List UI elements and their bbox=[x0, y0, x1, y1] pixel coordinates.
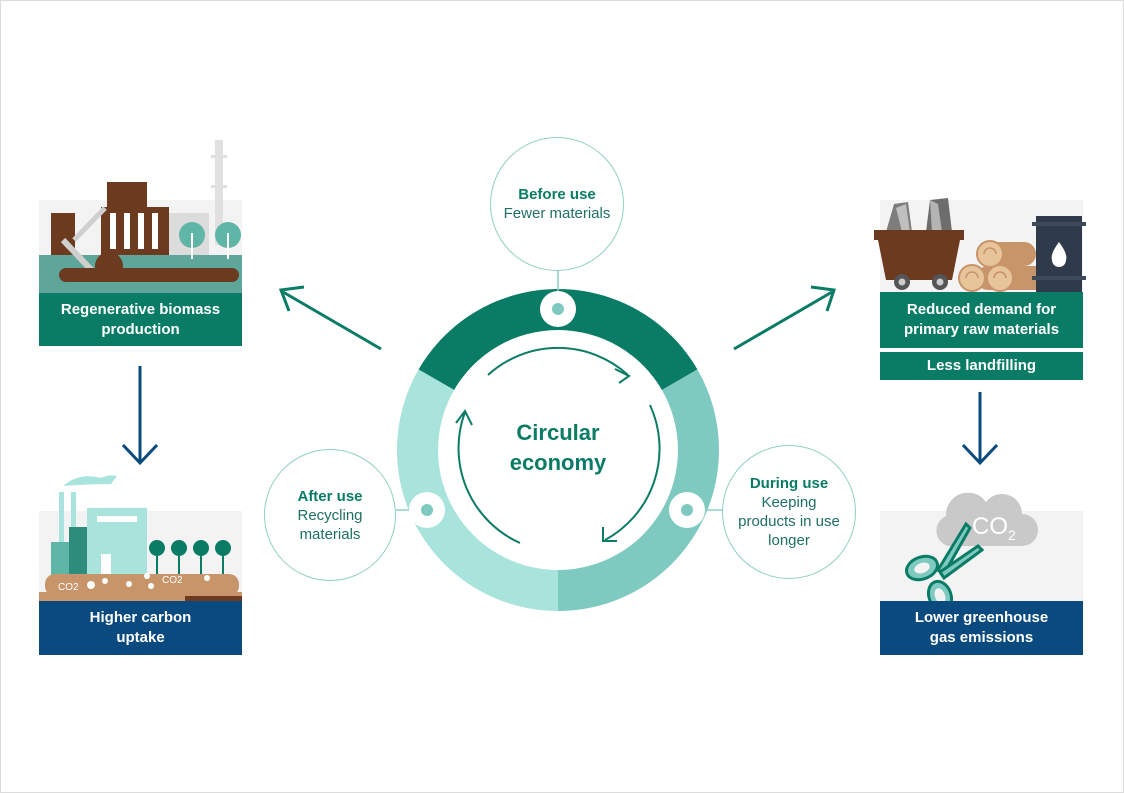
cloud-co-label: CO bbox=[972, 513, 1008, 540]
during-use-title: During use bbox=[749, 475, 829, 492]
label-higher-carbon-uptake: Higher carbon uptake bbox=[39, 601, 242, 655]
label-regenerative-biomass: Regenerative biomass production bbox=[39, 293, 242, 346]
knob-during bbox=[669, 492, 705, 528]
cycle-arrow-right-head bbox=[602, 527, 617, 542]
factory-icon bbox=[39, 140, 242, 293]
cycle-arrow-left bbox=[457, 411, 521, 544]
tree-icon bbox=[179, 222, 241, 259]
center-title: Circular economy bbox=[509, 420, 607, 475]
knob-before bbox=[540, 291, 576, 327]
arrow-icon bbox=[733, 285, 836, 351]
ring-segment-before bbox=[418, 289, 698, 390]
after-use-title: After use bbox=[297, 487, 363, 505]
label-lower-greenhouse: Lower greenhouse gas emissions bbox=[880, 601, 1083, 655]
co2-label-1: CO2 bbox=[58, 582, 79, 593]
after-use-desc: Recycling materials bbox=[297, 506, 363, 543]
during-use-desc: Keeping products in use longer bbox=[738, 494, 840, 549]
cart-icon bbox=[874, 198, 964, 290]
ring-segment-after bbox=[397, 369, 558, 611]
arrow-icon bbox=[961, 392, 999, 466]
cycle-arrow-right bbox=[604, 404, 661, 541]
barrel-icon bbox=[1032, 216, 1086, 292]
knob-after bbox=[409, 492, 445, 528]
cycle-arrow-left-head bbox=[455, 409, 473, 426]
log-icon bbox=[958, 240, 1052, 292]
bubble-after-use: After use Recycling materials bbox=[264, 449, 396, 581]
ring-segment-during bbox=[558, 369, 719, 611]
cloud-subscript: 2 bbox=[1008, 527, 1016, 543]
cycle-arrow-top bbox=[487, 346, 629, 376]
before-use-title: Before use bbox=[518, 186, 596, 203]
cycle-arrow-top-head bbox=[614, 368, 631, 384]
arrow-icon bbox=[278, 285, 382, 351]
label-reduced-demand: Reduced demand for primary raw materials bbox=[880, 292, 1083, 348]
co2-label-2: CO2 bbox=[162, 575, 183, 586]
before-use-desc: Fewer materials bbox=[503, 205, 611, 222]
bubble-before-use: Before use Fewer materials bbox=[490, 137, 624, 271]
scissors-icon bbox=[905, 521, 985, 613]
bubble-during-use: During use Keeping products in use longe… bbox=[722, 445, 856, 579]
arrow-icon bbox=[121, 366, 159, 466]
cloud-co2-text: CO2 bbox=[972, 513, 1016, 549]
factory-icon bbox=[39, 475, 242, 601]
label-less-landfilling: Less landfilling bbox=[880, 352, 1083, 380]
